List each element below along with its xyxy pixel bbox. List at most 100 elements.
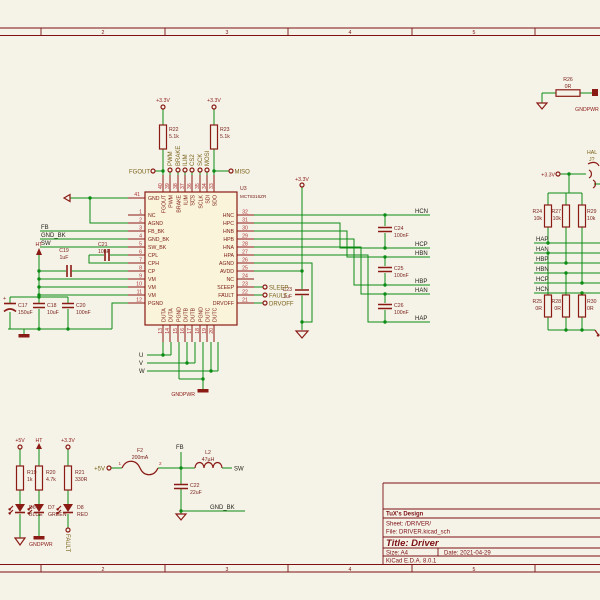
ground-bar-led[interactable]: [33, 536, 45, 540]
global-labels-top[interactable]: FGOUT MISO PWM BRAKE ILIM CS2 SCK MOSI: [129, 146, 250, 176]
global-label-mosi[interactable]: MOSI: [205, 150, 211, 166]
part-value[interactable]: GREEN: [48, 512, 67, 518]
net-label-han[interactable]: HAN: [415, 288, 428, 294]
part-ref[interactable]: R24: [532, 209, 542, 215]
power-symbol-3v3-r23[interactable]: +3.3V: [207, 98, 221, 110]
global-label-cs2[interactable]: CS2: [190, 154, 196, 166]
part-value[interactable]: 1k: [27, 477, 33, 483]
resistor-r27[interactable]: R27 10k: [551, 204, 571, 228]
ground-bar-vm-rail[interactable]: [18, 334, 30, 338]
part-value[interactable]: 100nF: [394, 273, 409, 279]
resistor-r25[interactable]: R25 0R: [532, 294, 553, 318]
part-ref[interactable]: C26: [394, 303, 404, 309]
power-symbol-5v-led[interactable]: +5V: [15, 438, 25, 450]
part-ref[interactable]: C22: [190, 483, 200, 489]
capacitor-c21[interactable]: C21 10nF: [98, 242, 110, 261]
power-symbol-3v3-r22[interactable]: +3.3V: [156, 98, 170, 110]
global-label-sleep[interactable]: SLEEP: [269, 286, 288, 292]
ic-u3-mct8316zr[interactable]: U3 MCT8316ZR 41 GND 1 2 3 4 5 6 7 8 9 10…: [128, 175, 267, 342]
part-value[interactable]: 0R: [587, 306, 594, 312]
ground-gndpwr-r26[interactable]: GNDPWR: [575, 89, 599, 113]
part-ref[interactable]: R26: [563, 77, 573, 83]
part-ref[interactable]: C21: [98, 242, 108, 248]
local-labels-hall-mid[interactable]: HCN HCP HBN HBP HAN HAP: [415, 209, 428, 322]
capacitor-c19[interactable]: C19 1uF: [59, 248, 72, 277]
wires[interactable]: [8, 92, 600, 538]
net-label-hap[interactable]: HAP: [415, 316, 427, 322]
resistor-r23[interactable]: R23 5.1k: [209, 124, 231, 150]
capacitor-c22[interactable]: C22 22uF: [174, 483, 202, 496]
part-ref[interactable]: L2: [205, 450, 211, 456]
resistor-r22[interactable]: R22 5.1k: [158, 124, 180, 150]
part-value[interactable]: 330R: [75, 477, 88, 483]
power-symbol-ht-vm[interactable]: HT: [36, 242, 44, 255]
global-label-drvoff[interactable]: DRVOFF: [269, 302, 294, 308]
part-value[interactable]: 0R: [565, 84, 572, 90]
part-ref[interactable]: C23: [282, 287, 292, 293]
part-value[interactable]: 0R: [535, 306, 542, 312]
part-ref[interactable]: D7: [48, 505, 55, 511]
part-ref[interactable]: C19: [59, 248, 69, 254]
capacitor-c23[interactable]: C23 1uF: [282, 287, 309, 300]
part-ref[interactable]: C20: [76, 303, 86, 309]
part-value[interactable]: 100nF: [394, 233, 409, 239]
led-d8[interactable]: D8 RED: [56, 504, 88, 518]
part-ref[interactable]: R22: [169, 127, 179, 133]
resistor-r30[interactable]: R30 0R: [577, 294, 597, 318]
net-label-hcp[interactable]: HCP: [536, 277, 549, 283]
local-labels-phases[interactable]: U V W: [139, 353, 145, 375]
part-value[interactable]: 150uF: [18, 310, 33, 316]
global-label-sck[interactable]: SCK: [198, 154, 204, 166]
part-ref[interactable]: D6: [29, 505, 36, 511]
part-ref[interactable]: F2: [137, 448, 143, 454]
part-ref[interactable]: R19: [27, 470, 37, 476]
part-value[interactable]: 22uF: [190, 490, 202, 496]
global-label-miso[interactable]: MISO: [235, 170, 251, 176]
capacitor-c18[interactable]: C18 10uF: [33, 302, 59, 316]
part-ref[interactable]: R23: [220, 127, 230, 133]
resistor-r20[interactable]: R20 4.7k: [34, 465, 57, 491]
part-value[interactable]: 10nF: [98, 249, 110, 255]
net-label-gnd-bk-buck[interactable]: GND_BK: [210, 505, 235, 511]
resistor-r26[interactable]: R26 0R: [555, 77, 581, 97]
part-value[interactable]: 100nF: [394, 310, 409, 316]
part-value[interactable]: 0R: [554, 306, 561, 312]
part-ref[interactable]: C25: [394, 266, 404, 272]
net-label-sw-buck[interactable]: SW: [234, 467, 244, 473]
net-label-hcn[interactable]: HCN: [536, 287, 549, 293]
global-label-5v[interactable]: +5V: [94, 465, 112, 473]
capacitor-c26[interactable]: C26 100nF: [378, 303, 409, 316]
pin41-arrow[interactable]: [62, 193, 71, 203]
part-value[interactable]: 10k: [587, 216, 596, 222]
global-labels-control[interactable]: SLEEP FAULT DRVOFF: [262, 284, 294, 308]
global-label-pwm[interactable]: PWM: [168, 151, 174, 166]
resistor-r28[interactable]: R28 0R: [551, 294, 571, 318]
part-value[interactable]: 4.7k: [46, 477, 56, 483]
ground-triangle-c23[interactable]: [294, 330, 310, 339]
resistor-r21[interactable]: R21 330R: [63, 465, 88, 491]
power-symbol-ht-led[interactable]: HT: [36, 438, 44, 449]
net-label-u[interactable]: U: [139, 353, 143, 359]
capacitor-c24[interactable]: C24 100nF: [378, 226, 409, 239]
part-value[interactable]: 1uF: [60, 255, 69, 261]
part-ref[interactable]: C24: [394, 226, 404, 232]
ic-value[interactable]: MCT8316ZR: [240, 194, 267, 199]
fuse-f2[interactable]: F2 200mA 1 2: [118, 448, 162, 476]
net-label-gnd-bk[interactable]: GND_BK: [41, 233, 66, 239]
net-label-w[interactable]: W: [139, 369, 145, 375]
part-value[interactable]: BLUE: [29, 512, 43, 518]
net-label-v[interactable]: V: [139, 361, 143, 367]
net-label-hbn[interactable]: HBN: [536, 267, 549, 273]
power-symbol-3v3-avdd[interactable]: +3.3V: [295, 177, 309, 188]
part-ref[interactable]: D8: [77, 505, 84, 511]
ground-triangle-r26[interactable]: [535, 102, 549, 110]
net-label-fb-buck[interactable]: FB: [176, 445, 184, 451]
part-value[interactable]: 100nF: [76, 310, 91, 316]
part-ref[interactable]: C18: [47, 303, 57, 309]
part-value[interactable]: 5.1k: [169, 134, 179, 140]
capacitor-c17[interactable]: + C17 150uF: [3, 296, 33, 316]
capacitor-c20[interactable]: C20 100nF: [62, 302, 91, 316]
global-label-fault[interactable]: FAULT: [64, 534, 70, 553]
part-value[interactable]: 10k: [534, 216, 543, 222]
